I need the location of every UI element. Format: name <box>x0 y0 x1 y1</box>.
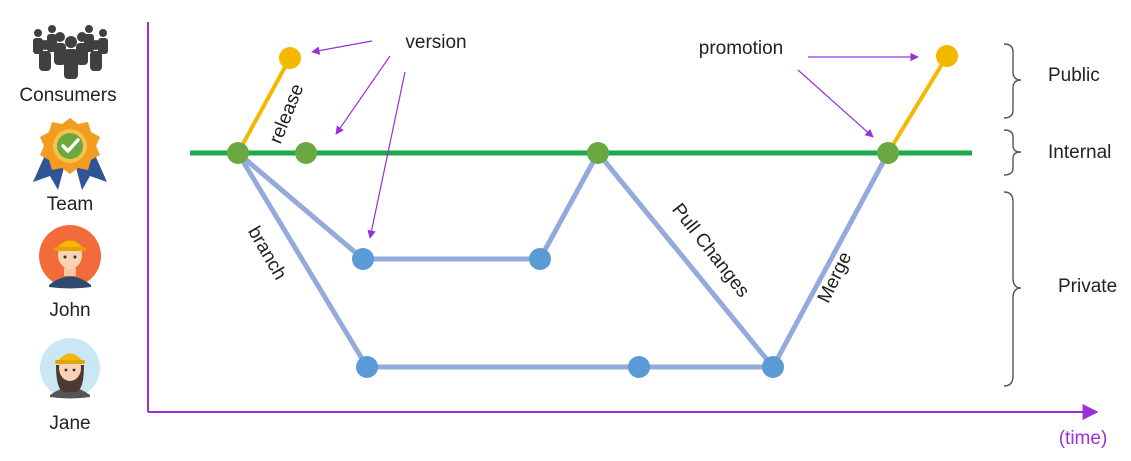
promotion-arrow-internal <box>797 69 874 138</box>
release-lines <box>236 54 949 155</box>
people-group-icon <box>33 25 108 79</box>
merge-line <box>770 150 891 370</box>
node-public-release <box>279 47 301 69</box>
role-team-label: Team <box>47 194 93 215</box>
x-axis-label: (time) <box>1059 428 1108 449</box>
node-public-promotion <box>936 45 958 67</box>
role-consumers-label: Consumers <box>19 85 116 106</box>
john-merge-line <box>537 150 601 262</box>
john-branch-line <box>235 150 366 262</box>
node-internal-merge-john <box>587 142 609 164</box>
award-badge-icon <box>33 118 107 190</box>
node-john-start <box>352 248 374 270</box>
male-worker-avatar-icon <box>39 225 101 289</box>
jane-branch-line <box>235 150 370 370</box>
private-nodes <box>352 248 784 378</box>
internal-nodes <box>227 142 899 164</box>
node-jane-start <box>356 356 378 378</box>
version-label: version <box>405 32 466 53</box>
version-arrow-internal <box>335 55 391 135</box>
tier-braces <box>1003 43 1022 387</box>
node-internal-version <box>295 142 317 164</box>
node-jane-mid <box>628 356 650 378</box>
private-lines <box>235 150 891 370</box>
promotion-line <box>886 54 949 155</box>
public-brace <box>1003 43 1022 119</box>
node-jane-end <box>762 356 784 378</box>
private-brace <box>1003 191 1022 387</box>
internal-brace <box>1003 129 1022 176</box>
tier-private-label: Private <box>1058 276 1117 297</box>
role-john-label: John <box>49 300 90 321</box>
version-arrow-public <box>311 40 373 55</box>
version-arrow-private <box>367 71 406 239</box>
node-internal-release <box>227 142 249 164</box>
release-line <box>236 56 292 155</box>
annotation-arrows <box>311 40 919 239</box>
node-internal-merge-jane <box>877 142 899 164</box>
tier-internal-label: Internal <box>1048 142 1111 163</box>
tier-public-label: Public <box>1048 65 1100 86</box>
promotion-label: promotion <box>699 38 784 59</box>
public-nodes <box>279 45 958 69</box>
female-worker-avatar-icon <box>40 338 100 399</box>
role-jane-label: Jane <box>49 413 90 434</box>
pull-changes-line <box>595 150 776 370</box>
node-john-end <box>529 248 551 270</box>
